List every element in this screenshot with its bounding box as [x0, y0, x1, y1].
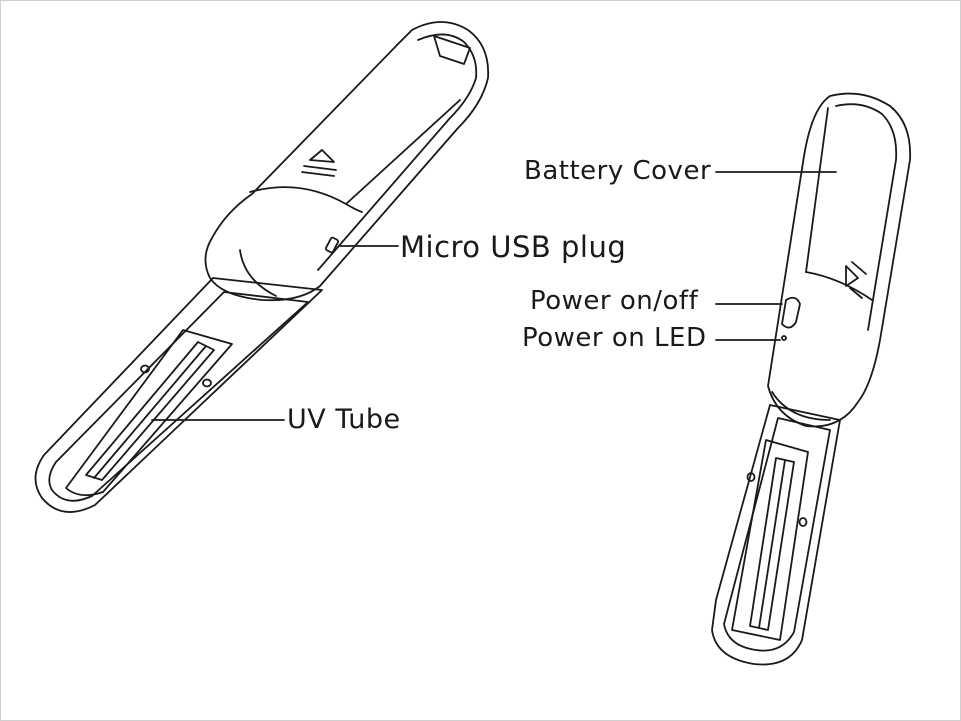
uv-tube-label: UV Tube	[287, 404, 401, 435]
right-blade-outline	[711, 404, 841, 666]
right-uv-tube-highlight	[758, 459, 786, 629]
left-usb-port	[324, 236, 340, 254]
left-head-curve	[239, 249, 277, 297]
micro-usb-label: Micro USB plug	[400, 230, 627, 264]
left-blade-outline	[34, 277, 323, 513]
right-body-inner-edge	[835, 103, 898, 331]
right-slide-line-2	[849, 287, 863, 299]
right-head-curve	[771, 391, 831, 421]
power-led-label: Power on LED	[522, 323, 707, 353]
left-device	[34, 21, 490, 513]
left-blade-inner-edge	[48, 291, 309, 502]
right-screw-hole-1	[746, 472, 756, 482]
right-device	[711, 92, 912, 666]
left-slide-line-2	[301, 171, 335, 177]
left-uv-window	[65, 329, 233, 497]
right-screw-hole-2	[798, 517, 808, 527]
right-uv-tube	[749, 457, 795, 631]
right-body-outline	[767, 92, 912, 428]
left-cap-highlight	[433, 35, 471, 65]
right-slide-arrow	[845, 265, 859, 287]
left-battery-seam-2	[345, 99, 461, 205]
right-battery-seam-2	[805, 107, 829, 273]
left-body-outline	[204, 21, 490, 302]
right-power-led	[781, 335, 787, 341]
right-blade-inner-edge	[723, 417, 831, 652]
left-screw-hole-2	[202, 378, 212, 388]
left-screw-hole-1	[140, 364, 150, 374]
left-uv-tube-highlight	[93, 345, 207, 479]
battery-cover-label: Battery Cover	[524, 156, 712, 186]
right-power-button	[781, 296, 801, 329]
left-slide-arrow	[309, 149, 335, 163]
left-body-inner-edge	[317, 33, 478, 271]
right-uv-window	[731, 439, 809, 641]
power-onoff-label: Power on/off	[530, 286, 699, 316]
left-battery-seam	[249, 186, 363, 213]
right-battery-seam	[805, 271, 873, 301]
right-slide-line-1	[851, 261, 867, 275]
left-slide-line-1	[303, 165, 337, 171]
left-uv-tube	[85, 341, 215, 481]
